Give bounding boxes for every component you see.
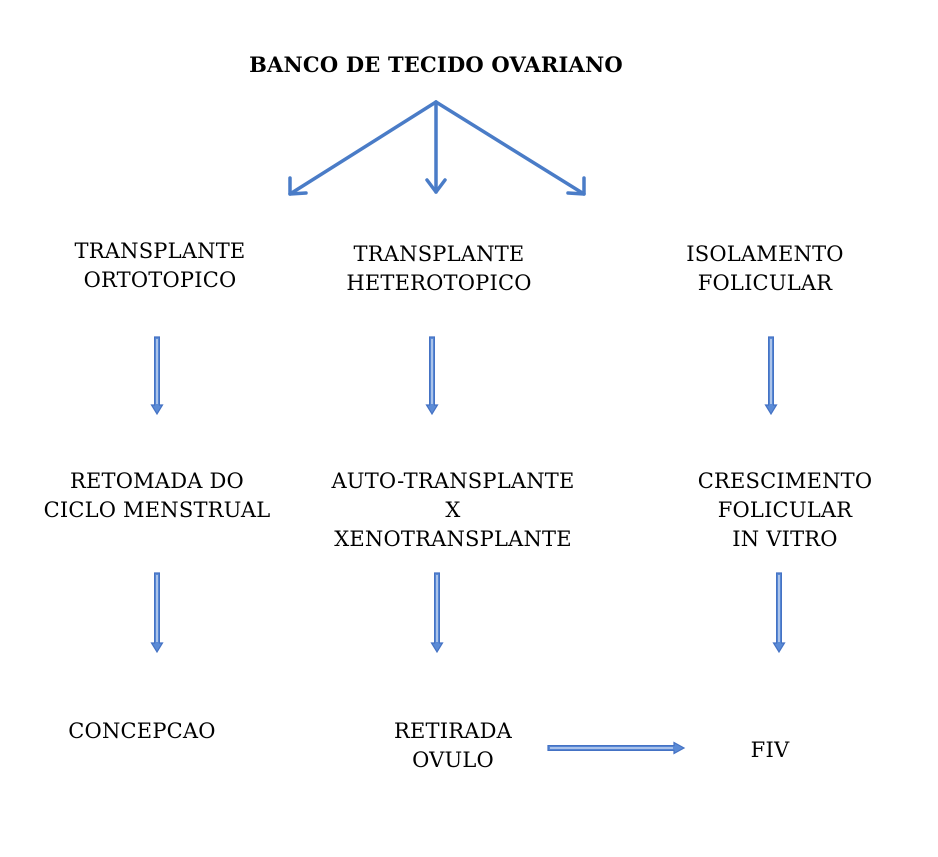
node-retirada-ovulo: RETIRADA OVULO	[373, 717, 533, 775]
arrow-to-isolamento-head	[566, 176, 586, 196]
arrow-to-heterotopico-head	[425, 178, 447, 194]
node-line: ORTOTOPICO	[83, 268, 237, 292]
node-line: FIV	[750, 738, 790, 762]
title-text: BANCO DE TECIDO OVARIANO	[249, 52, 623, 77]
node-line: CICLO MENSTRUAL	[43, 498, 271, 522]
node-line: AUTO-TRANSPLANTE	[331, 469, 575, 493]
node-isolamento-folicular: ISOLAMENTO FOLICULAR	[660, 240, 870, 298]
page-title: BANCO DE TECIDO OVARIANO	[236, 50, 636, 79]
node-crescimento-folicular: CRESCIMENTO FOLICULAR IN VITRO	[680, 467, 890, 554]
node-transplante-heterotopico: TRANSPLANTE HETEROTOPICO	[328, 240, 550, 298]
node-line: TRANSPLANTE	[74, 239, 246, 263]
node-line: IN VITRO	[732, 527, 838, 551]
node-line: XENOTRANSPLANTE	[334, 527, 572, 551]
node-line: RETOMADA DO	[70, 469, 244, 493]
node-retomada-ciclo: RETOMADA DO CICLO MENSTRUAL	[22, 467, 292, 525]
arrow-to-isolamento	[434, 100, 586, 196]
node-line: ISOLAMENTO	[686, 242, 844, 266]
arrow-to-ortotopico	[288, 100, 438, 196]
node-line: HETEROTOPICO	[346, 271, 532, 295]
node-line: OVULO	[412, 748, 494, 772]
node-line: FOLICULAR	[697, 271, 833, 295]
node-concepcao: CONCEPCAO	[52, 717, 232, 746]
node-line: CRESCIMENTO	[697, 469, 873, 493]
node-line: X	[445, 498, 461, 522]
node-line: FOLICULAR	[717, 498, 853, 522]
block-arrows	[150, 336, 786, 755]
node-fiv: FIV	[730, 736, 810, 765]
arrow-to-ortotopico-head	[288, 176, 308, 196]
node-line: RETIRADA	[393, 719, 513, 743]
node-transplante-ortotopico: TRANSPLANTE ORTOTOPICO	[55, 237, 265, 295]
node-auto-xenotransplante: AUTO-TRANSPLANTE X XENOTRANSPLANTE	[318, 467, 588, 554]
node-line: TRANSPLANTE	[353, 242, 525, 266]
fan-arrows	[288, 100, 586, 196]
node-line: CONCEPCAO	[68, 719, 216, 743]
